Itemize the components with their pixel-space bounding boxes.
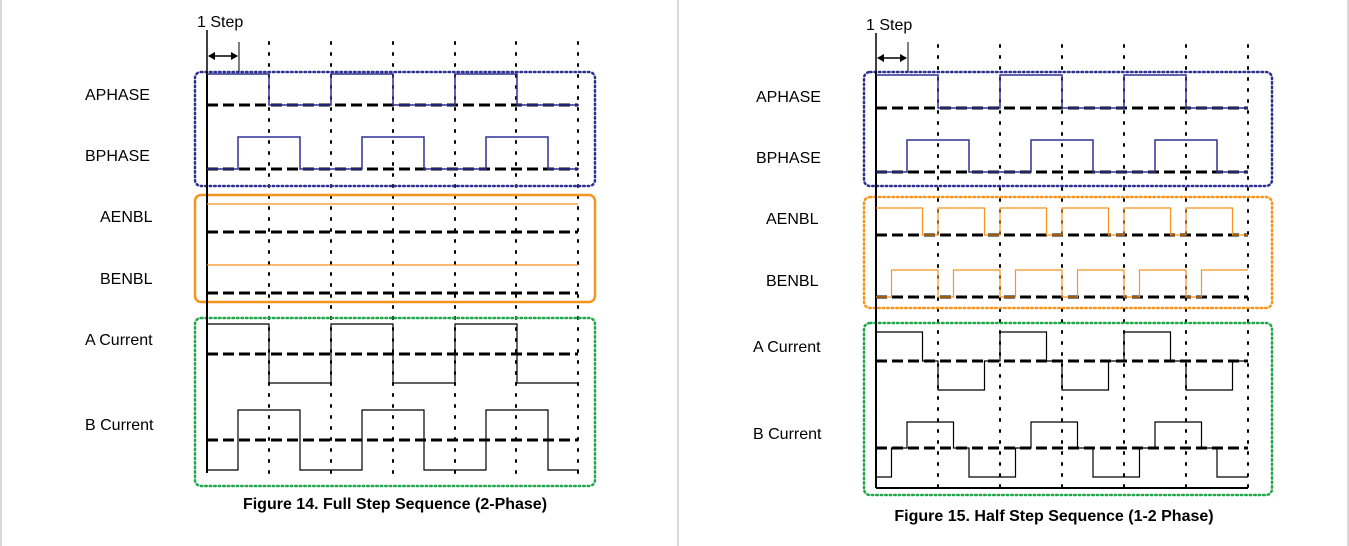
arrow-left-icon (877, 54, 884, 62)
step-guide-lines (937, 44, 1249, 489)
waveform-bphase (207, 136, 579, 170)
signal-label-benbl: BENBL (100, 271, 153, 288)
waveform-aphase (876, 74, 1248, 109)
step-label: 1 Step (866, 17, 912, 34)
enable-group-box (193, 193, 597, 304)
waveform-aenbl (876, 207, 1248, 236)
figure-15-half-step: 1 Step APHASE BPHASE AENBL BENBL A Curre… (753, 17, 1274, 525)
signal-label-benbl: BENBL (766, 273, 819, 290)
current-group-box (193, 316, 597, 488)
waveforms (876, 74, 1248, 478)
signal-label-b-current: B Current (753, 426, 822, 443)
figure-14-full-step: 1 Step APHASE BPHASE AENBL BENBL A Curre… (85, 14, 597, 513)
step-guide-lines (268, 41, 579, 481)
figure-caption: Figure 15. Half Step Sequence (1-2 Phase… (894, 508, 1213, 525)
signal-label-aphase: APHASE (756, 89, 821, 106)
current-group-box (862, 321, 1274, 497)
waveform-b-current (207, 409, 579, 471)
waveform-bphase (876, 139, 1248, 173)
signal-label-bphase: BPHASE (756, 150, 821, 167)
phase-group-box (862, 70, 1274, 188)
waveform-aphase (207, 73, 579, 106)
arrow-right-icon (900, 54, 907, 62)
signal-label-a-current: A Current (85, 332, 153, 349)
signal-label-aenbl: AENBL (100, 209, 153, 226)
signal-label-b-current: B Current (85, 417, 154, 434)
waveform-b-current (876, 421, 1248, 478)
group-boxes (193, 70, 597, 488)
signal-label-aphase: APHASE (85, 87, 150, 104)
figure-caption: Figure 14. Full Step Sequence (2-Phase) (243, 496, 547, 513)
phase-group-box (193, 70, 597, 188)
waveforms (207, 73, 579, 471)
signal-label-a-current: A Current (753, 339, 821, 356)
group-boxes (862, 70, 1274, 497)
waveform-benbl (876, 269, 1248, 298)
waveform-a-current (207, 323, 579, 384)
arrow-left-icon (208, 52, 215, 60)
enable-group-box (862, 195, 1274, 310)
waveform-a-current (876, 331, 1248, 391)
step-indicator: 1 Step (197, 14, 243, 72)
arrow-right-icon (231, 52, 238, 60)
signal-label-aenbl: AENBL (766, 211, 819, 228)
signal-label-bphase: BPHASE (85, 148, 150, 165)
step-label: 1 Step (197, 14, 243, 31)
step-indicator: 1 Step (866, 17, 912, 73)
